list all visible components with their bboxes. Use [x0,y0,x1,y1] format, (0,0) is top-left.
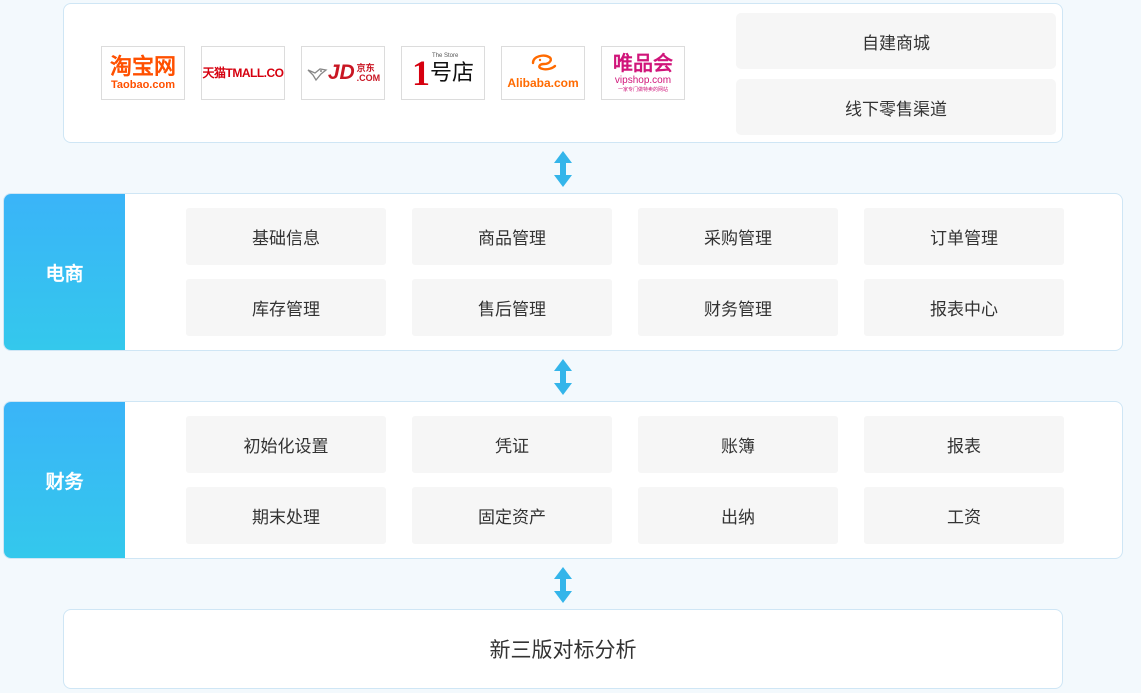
vipshop-logo-domain: vipshop.com [614,74,672,86]
finance-item-report: 报表 [864,416,1064,473]
finance-item-cashier: 出纳 [638,487,838,544]
finance-item-payroll: 工资 [864,487,1064,544]
yhd-logo-tagline: The Store [432,53,459,59]
alibaba-logo: Alibaba.com [501,46,585,100]
jd-logo-domain: .COM [356,73,381,83]
yhd-logo-digit: 1 [411,53,430,93]
taobao-logo-domain: Taobao.com [111,78,175,91]
jd-logo-cn: 京东 [356,63,375,73]
alibaba-logo-text: Alibaba.com [507,75,579,90]
ecommerce-item-inventory-mgmt: 库存管理 [186,279,386,336]
ecommerce-module: 电商 基础信息 商品管理 采购管理 订单管理 库存管理 售后管理 财务管理 报表… [3,193,1123,351]
finance-item-fixed-assets: 固定资产 [412,487,612,544]
ecommerce-item-aftersales-mgmt: 售后管理 [412,279,612,336]
vipshop-logo-text: 唯品会 [613,52,673,75]
double-arrow-icon [554,359,572,395]
benchmark-analysis-box: 新三版对标分析 [63,609,1063,689]
vipshop-logo: 唯品会 vipshop.com 一家专门做特卖的网站 [601,46,685,100]
jd-logo: JD 京东 .COM [301,46,385,100]
finance-item-voucher: 凭证 [412,416,612,473]
ecommerce-item-purchase-mgmt: 采购管理 [638,208,838,265]
platform-logos: 淘宝网 Taobao.com 天猫TMALL.CO JD 京东 .COM The… [101,46,701,100]
double-arrow-icon [554,567,572,603]
ecommerce-item-order-mgmt: 订单管理 [864,208,1064,265]
jd-logo-text: JD [327,60,355,84]
yhd-logo: The Store 1 号店 [401,46,485,100]
tmall-logo: 天猫TMALL.CO [201,46,285,100]
tmall-logo-text: 天猫TMALL.CO [202,65,285,80]
ecommerce-item-finance-mgmt: 财务管理 [638,279,838,336]
taobao-logo: 淘宝网 Taobao.com [101,46,185,100]
finance-module: 财务 初始化设置 凭证 账簿 报表 期末处理 固定资产 出纳 工资 [3,401,1123,559]
ecommerce-item-product-mgmt: 商品管理 [412,208,612,265]
self-built-mall-item: 自建商城 [736,13,1056,69]
yhd-logo-text: 号店 [429,60,474,86]
benchmark-analysis-label: 新三版对标分析 [489,638,637,662]
taobao-logo-text: 淘宝网 [109,54,176,80]
sales-channels-panel: 淘宝网 Taobao.com 天猫TMALL.CO JD 京东 .COM The… [63,3,1063,143]
finance-item-initial-setup: 初始化设置 [186,416,386,473]
jd-dog-icon [307,68,328,82]
ecommerce-item-basic-info: 基础信息 [186,208,386,265]
vipshop-logo-tagline: 一家专门做特卖的网站 [617,86,668,93]
ecommerce-label: 电商 [4,194,125,350]
finance-label: 财务 [4,402,125,558]
double-arrow-icon [554,151,572,187]
finance-item-period-end: 期末处理 [186,487,386,544]
ecommerce-item-report-center: 报表中心 [864,279,1064,336]
finance-item-ledger: 账簿 [638,416,838,473]
alibaba-smile-icon [531,54,557,71]
offline-retail-item: 线下零售渠道 [736,79,1056,135]
jd-logo-side: 京东 .COM [357,63,381,83]
